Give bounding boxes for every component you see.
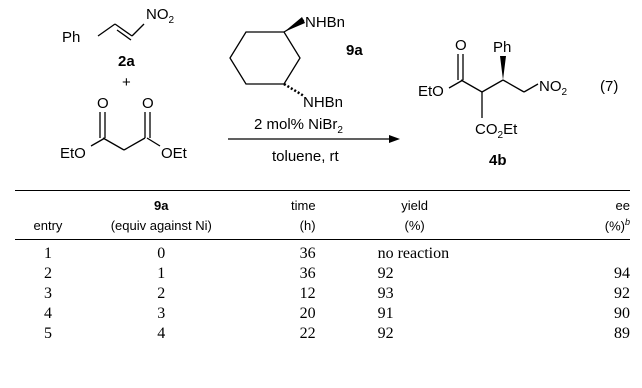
header-yield: yield: [401, 198, 429, 213]
malonate-structure: [90, 112, 161, 151]
cell-entry: 1: [15, 239, 81, 265]
results-table-container: 9a time yield ee entry (equiv against Ni…: [0, 190, 642, 388]
cell-time: 12: [299, 285, 316, 303]
cell-time: 36: [299, 265, 316, 283]
plus-sign: +: [122, 74, 131, 91]
reaction-conditions-catalyst: 2 mol% NiBr2: [254, 116, 343, 136]
ligand-label-9a: 9a: [346, 42, 363, 59]
cell-yield: no reaction: [315, 239, 514, 265]
cell-entry: 4: [43, 305, 52, 323]
cell-time: 20: [299, 305, 316, 323]
cell-ee: 90: [614, 305, 630, 323]
cell-equiv: 3: [157, 305, 166, 323]
header-yield-unit: (%): [404, 218, 425, 234]
nitrostyrene-no2: NO2: [146, 6, 175, 26]
wedge-bond: [284, 17, 305, 32]
cell-entry: 5: [43, 325, 52, 343]
cell-equiv: 0: [80, 239, 242, 265]
product-co2et: CO2Et: [475, 121, 518, 141]
cell-equiv: 2: [157, 285, 166, 303]
malonate-eto: EtO: [60, 145, 86, 162]
nitrostyrene-ph: Ph: [62, 29, 80, 46]
reaction-scheme: Ph NO2 2a + O O EtO OEt NHBn 9a NHBn 2 m…: [60, 6, 618, 169]
cell-yield: 93: [377, 285, 394, 303]
compound-label-2a: 2a: [118, 53, 135, 70]
cell-entry: 2: [43, 265, 52, 283]
cell-ee: 89: [614, 325, 630, 343]
cell-equiv: 4: [157, 325, 166, 343]
cell-time: 36: [241, 239, 316, 265]
product-structure: [448, 54, 539, 118]
table-row: 3 2 12 93 92: [15, 284, 630, 304]
results-table: 9a time yield ee entry (equiv against Ni…: [15, 190, 630, 344]
cell-ee: [513, 239, 630, 265]
cell-equiv: 1: [157, 265, 166, 283]
header-equiv-unit: (equiv against Ni): [110, 218, 212, 234]
cell-time: 22: [299, 325, 316, 343]
ligand-nhbn-top: NHBn: [305, 14, 345, 31]
cell-ee: 94: [614, 265, 630, 283]
header-time: time: [291, 198, 316, 213]
table-row: 5 4 22 92 89: [15, 324, 630, 344]
malonate-o-right: O: [142, 95, 154, 112]
malonate-oet: OEt: [161, 145, 188, 162]
header-ee-unit: (%)b: [604, 217, 630, 234]
ligand-nhbn-bottom: NHBn: [303, 94, 343, 111]
header-ee: ee: [615, 198, 630, 213]
cell-ee: 92: [614, 285, 630, 303]
nitrostyrene-structure: [97, 23, 145, 41]
product-ph: Ph: [493, 39, 511, 56]
header-entry: entry: [33, 218, 63, 234]
footnote-marker: b: [624, 217, 630, 227]
cell-yield: 92: [377, 265, 394, 283]
product-no2: NO2: [539, 78, 568, 98]
table-row: 4 3 20 91 90: [15, 304, 630, 324]
malonate-o-left: O: [97, 95, 109, 112]
product-o: O: [455, 37, 467, 54]
cell-yield: 92: [377, 325, 394, 343]
product-eto: EtO: [418, 83, 444, 100]
ligand-structure: [229, 19, 305, 98]
cell-yield: 91: [377, 305, 394, 323]
product-wedge-bond: [500, 56, 506, 80]
equation-number: (7): [600, 78, 618, 95]
table-row: 2 1 36 92 94: [15, 264, 630, 284]
reaction-conditions-solvent: toluene, rt: [272, 148, 340, 165]
cell-entry: 3: [43, 285, 52, 303]
reaction-arrowhead: [389, 135, 400, 143]
compound-label-4b: 4b: [489, 152, 507, 169]
header-time-unit: (h): [299, 218, 316, 234]
header-equiv-ligand: 9a: [154, 198, 169, 213]
